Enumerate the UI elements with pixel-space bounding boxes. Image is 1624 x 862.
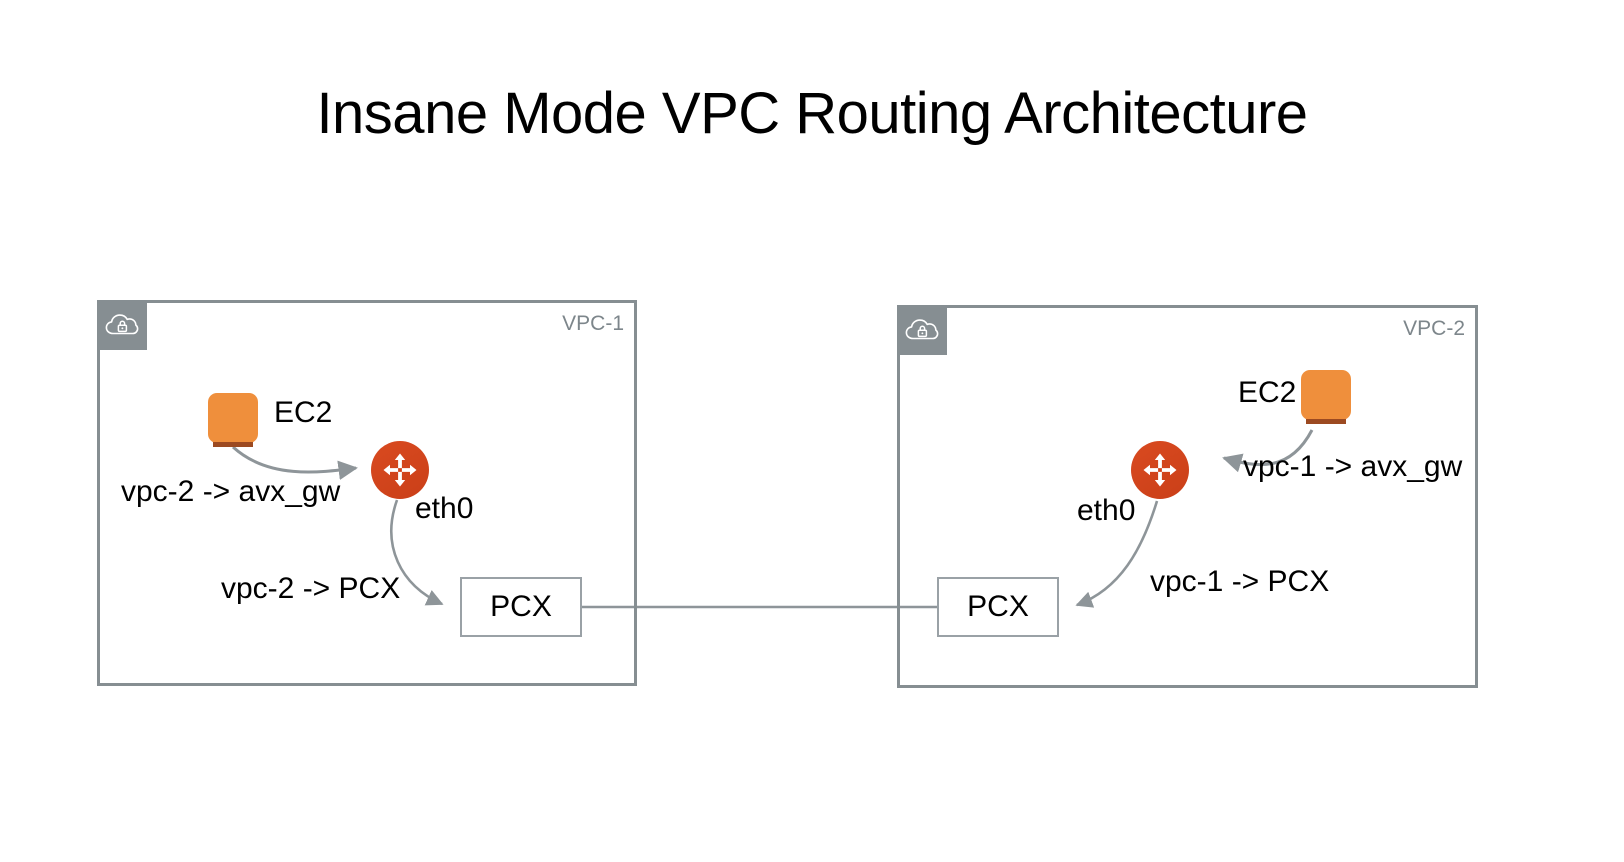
pcx-box-vpc2[interactable]: PCX (937, 577, 1059, 637)
vpc-label-1: VPC-1 (562, 312, 624, 335)
ec2-icon-base (213, 442, 253, 447)
ec2-icon-base (1306, 419, 1346, 424)
pcx-label-vpc2: PCX (967, 590, 1029, 623)
eth0-label-vpc1: eth0 (415, 492, 474, 525)
page-title: Insane Mode VPC Routing Architecture (316, 81, 1308, 146)
vpc-cloud-lock-icon (97, 300, 147, 350)
vpc-label-2: VPC-2 (1403, 317, 1465, 340)
vpc-container-2[interactable]: VPC-2 (897, 305, 1478, 688)
router-icon-vpc1[interactable] (371, 441, 429, 499)
router-icon-vpc2[interactable] (1131, 441, 1189, 499)
vpc-cloud-lock-icon (897, 305, 947, 355)
pcx-label-vpc1: PCX (490, 590, 552, 623)
ec2-label-vpc1: EC2 (274, 396, 333, 429)
pcx-box-vpc1[interactable]: PCX (460, 577, 582, 637)
ec2-icon-body (1301, 370, 1351, 420)
ec2-icon-vpc2[interactable] (1301, 370, 1351, 426)
eth0-label-vpc2: eth0 (1077, 494, 1136, 527)
route-label-vpc1-to-pcx: vpc-2 -> PCX (221, 572, 401, 605)
ec2-icon-body (208, 393, 258, 443)
route-label-vpc2-to-gw: vpc-1 -> avx_gw (1243, 450, 1463, 483)
route-label-vpc1-to-gw: vpc-2 -> avx_gw (121, 475, 341, 508)
ec2-icon-vpc1[interactable] (208, 393, 258, 449)
ec2-label-vpc2: EC2 (1238, 376, 1297, 409)
route-label-vpc2-to-pcx: vpc-1 -> PCX (1150, 565, 1330, 598)
vpc-container-1[interactable]: VPC-1 (97, 300, 637, 686)
